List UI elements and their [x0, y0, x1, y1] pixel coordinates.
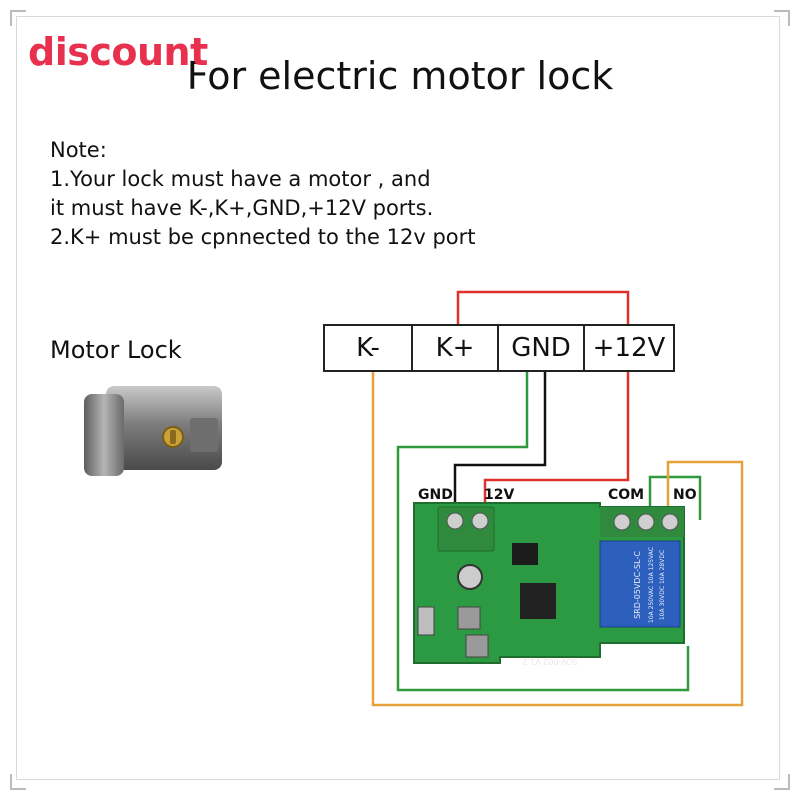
note-line-1: 1.Your lock must have a motor , and	[50, 167, 431, 191]
corner-mark-top-right	[774, 10, 790, 26]
board-label-12v: 12V	[484, 487, 515, 503]
relay-rating-text-1: 10A 250VAC 10A 125VAC	[648, 547, 655, 623]
capacitor	[457, 564, 483, 590]
button-1	[457, 606, 481, 630]
wire-green-gnd-loop	[396, 372, 690, 692]
port-k-plus: K+	[413, 326, 499, 370]
port-gnd: GND	[499, 326, 585, 370]
button-2	[465, 634, 489, 658]
corner-mark-bottom-left	[10, 774, 26, 790]
wire-green-com	[648, 475, 702, 520]
discount-badge: discount	[28, 30, 208, 74]
note-block: Note: 1.Your lock must have a motor , an…	[50, 136, 476, 252]
board-code: SOV-002 V1.2	[522, 657, 577, 665]
motor-lock-label: Motor Lock	[50, 336, 182, 364]
regulator	[512, 543, 538, 565]
note-heading: Note:	[50, 138, 107, 162]
image-frame	[16, 16, 780, 780]
wire-black-gnd	[453, 372, 547, 520]
port-strip: K- K+ GND +12V	[323, 324, 675, 372]
note-line-2: it must have K-,K+,GND,+12V ports.	[50, 196, 434, 220]
port-plus-12v: +12V	[592, 333, 666, 363]
motor-lock-image	[84, 386, 222, 476]
page-title: For electric motor lock	[186, 54, 614, 98]
chip	[520, 583, 556, 619]
note-line-3: 2.K+ must be cpnnected to the 12v port	[50, 225, 476, 249]
lock-keyhole-icon	[170, 430, 176, 444]
port-k-minus: K-	[325, 326, 413, 370]
lock-strike-plate	[84, 394, 124, 476]
power-terminal-block	[437, 506, 495, 552]
wire-red-12v-to-board	[483, 372, 630, 520]
relay-model-text: SRD-05VDC-SL-C	[633, 551, 642, 619]
wire-orange-kminus	[371, 372, 744, 707]
relay-rating-text-2: 10A 30VDC 10A 28VDC	[659, 550, 666, 620]
corner-mark-top-left	[10, 10, 26, 26]
relay-block	[599, 540, 681, 628]
corner-mark-bottom-right	[774, 774, 790, 790]
board-label-gnd: GND	[418, 487, 453, 503]
board-label-com: COM	[608, 487, 645, 503]
wire-red-kplus-to-12v	[456, 290, 630, 324]
board-label-no: NO	[673, 487, 697, 503]
usb-port	[417, 606, 435, 636]
lock-side-plate	[190, 418, 218, 452]
controller-board: SRD-05VDC-SL-C 10A 250VAC 10A 125VAC 10A…	[413, 502, 685, 665]
